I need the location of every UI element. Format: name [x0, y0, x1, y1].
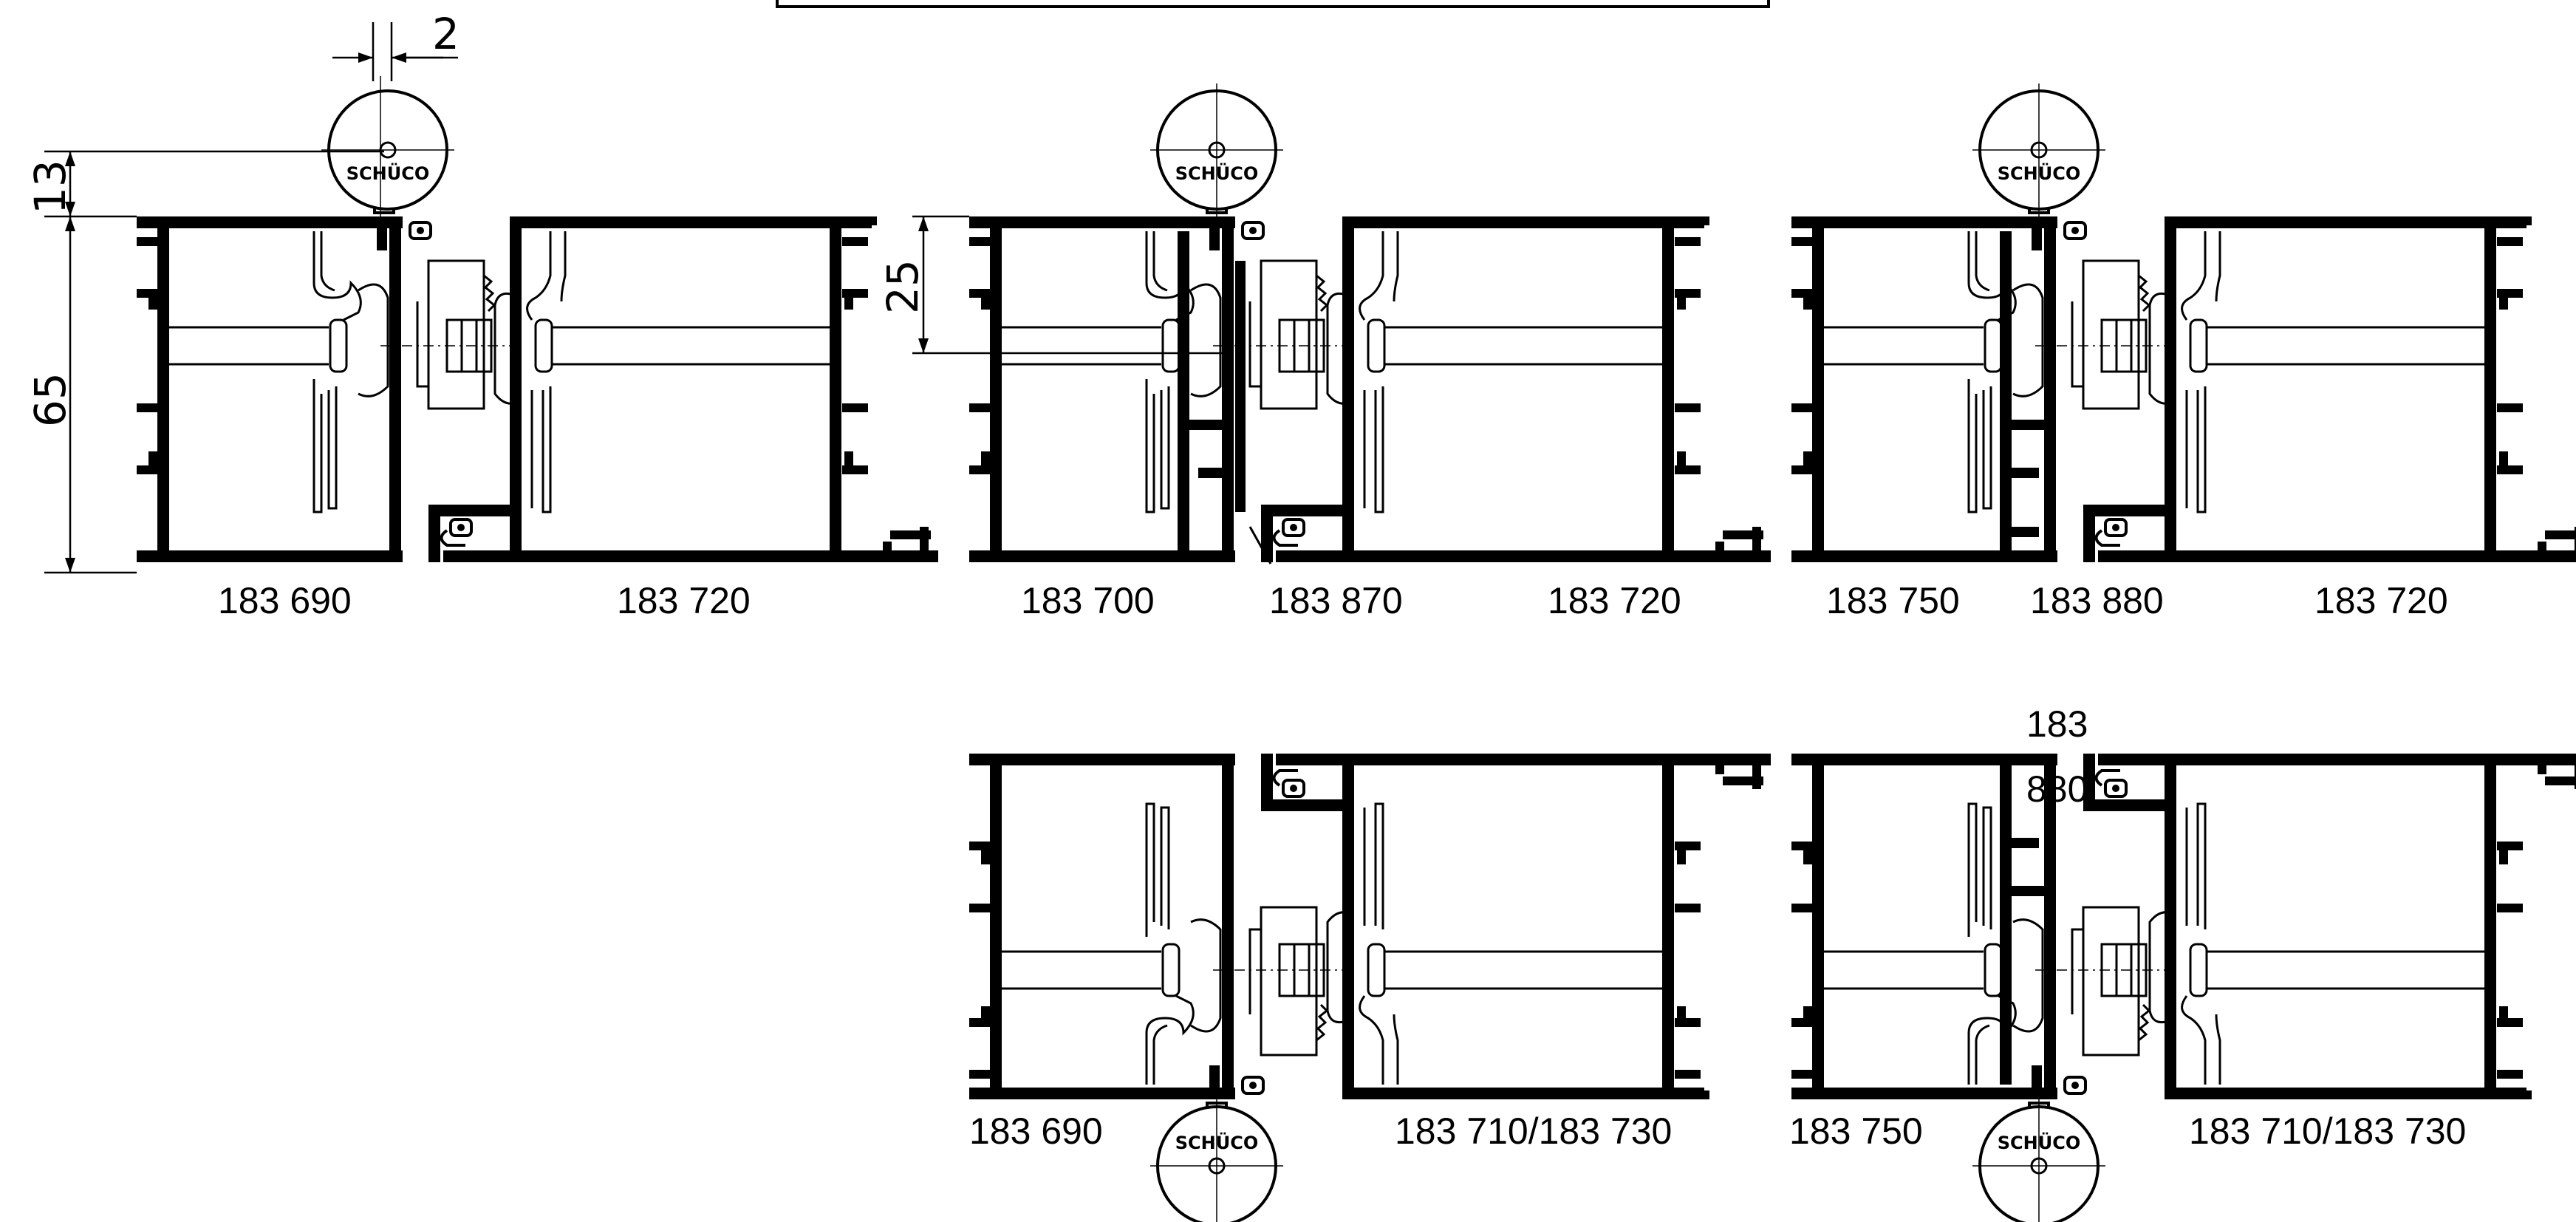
label-s4-right: 183 710/183 730: [1395, 1110, 1672, 1152]
dimension-lines: [44, 22, 1226, 574]
brand-mark-2: SCHÜCO: [1175, 162, 1259, 184]
label-s5-top-line2: 880: [2026, 768, 2088, 810]
label-s1-right: 183 720: [617, 580, 751, 621]
brand-mark-5: SCHÜCO: [1998, 1131, 2081, 1153]
section-5: [1790, 752, 2576, 1222]
dim-offset: 13: [25, 160, 75, 214]
section-4: [968, 752, 1772, 1222]
label-s5-top-line1: 183: [2026, 703, 2088, 745]
label-s3-right: 183 720: [2314, 580, 2448, 621]
label-s2-right: 183 720: [1548, 580, 1681, 621]
section-2: SCHÜCO: [968, 83, 1772, 564]
label-s5-right: 183 710/183 730: [2189, 1110, 2466, 1152]
label-s4-left: 183 690: [969, 1110, 1103, 1152]
section-1: SCHÜCO: [135, 76, 940, 564]
brand-mark-3: SCHÜCO: [1998, 162, 2081, 184]
label-s3-left: 183 750: [1826, 580, 1960, 621]
dim-gap: 2: [432, 9, 459, 59]
brand-mark-4: SCHÜCO: [1175, 1131, 1259, 1153]
section-3: SCHÜCO: [1790, 83, 2576, 564]
label-s2-left: 183 700: [1021, 580, 1155, 621]
dim-height: 65: [25, 372, 75, 427]
brand-mark-1: SCHÜCO: [346, 162, 430, 184]
label-s5-left: 183 750: [1789, 1110, 1923, 1152]
dim-handle-axis: 25: [878, 259, 928, 314]
label-s2-mid: 183 870: [1269, 580, 1403, 621]
label-s3-mid: 183 880: [2030, 580, 2164, 621]
title-frame: [776, 0, 1770, 8]
label-s1-left: 183 690: [218, 580, 352, 621]
